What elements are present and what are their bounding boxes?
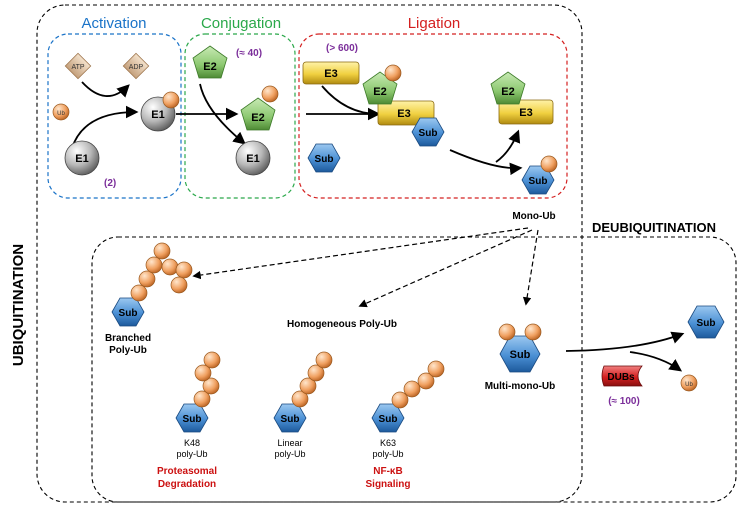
sub-free-hexagon: Sub bbox=[307, 143, 341, 173]
e2e3-released: E3 E2 bbox=[490, 71, 554, 125]
adp-label: ADP bbox=[129, 64, 144, 71]
e1-loading-arrow bbox=[71, 105, 139, 149]
proteasomal-label-2: Degradation bbox=[158, 479, 216, 490]
atp-label: ATP bbox=[71, 64, 84, 71]
branched-sub-label: Sub bbox=[119, 308, 138, 319]
activation-box bbox=[47, 33, 182, 199]
ligation-heading: Ligation bbox=[408, 15, 461, 32]
e2-ub-pentagon: E2 bbox=[240, 85, 279, 131]
e2-loading-arrow bbox=[199, 83, 246, 145]
mono-ub-label: Mono-Ub bbox=[512, 211, 555, 222]
sub-free-label: Sub bbox=[315, 154, 334, 165]
linear-poly-ub: Sub bbox=[273, 351, 333, 433]
e3-count: (> 600) bbox=[326, 43, 358, 54]
linear-sub-label: Sub bbox=[281, 414, 300, 425]
e3-free-block: E3 bbox=[302, 61, 360, 85]
proteasomal-label-1: Proteasomal bbox=[157, 466, 217, 477]
dubs-label: DUBs bbox=[607, 372, 635, 383]
to-multi-mono-arrow bbox=[522, 229, 539, 306]
dubs-shape: DUBs bbox=[601, 365, 643, 387]
e1-count: (2) bbox=[104, 178, 116, 189]
deubiquitination-heading: DEUBIQUITINATION bbox=[592, 220, 716, 235]
e2-released-label: E2 bbox=[501, 86, 514, 98]
e3-free-label: E3 bbox=[324, 68, 337, 80]
multi-mono-sub-label: Sub bbox=[510, 349, 531, 361]
to-branched-arrow bbox=[192, 227, 529, 280]
e2-count: (≈ 40) bbox=[236, 48, 262, 59]
e1-free-ball: E1 bbox=[64, 140, 100, 176]
k63-sub-label: Sub bbox=[379, 414, 398, 425]
e3-complex: E3 E2 Sub bbox=[362, 64, 445, 147]
ub-released-label: Ub bbox=[685, 382, 693, 388]
k48-label-2: poly-Ub bbox=[176, 449, 207, 459]
k63-label-1: K63 bbox=[380, 438, 396, 448]
ub-ball-activation: Ub bbox=[52, 103, 70, 121]
activation-heading: Activation bbox=[81, 15, 146, 32]
deubiquitination-frame bbox=[91, 236, 737, 503]
ligation-box bbox=[298, 33, 568, 199]
e1-released-ball: E1 bbox=[235, 140, 271, 176]
k63-poly-ub: Sub bbox=[371, 360, 445, 433]
dub-ub-arrow bbox=[629, 351, 683, 372]
dub-main-arrow bbox=[565, 331, 685, 352]
e3-released-label: E3 bbox=[519, 107, 532, 119]
multi-mono-ub: Sub bbox=[498, 323, 542, 373]
e1-ub-ball: E1 bbox=[140, 91, 180, 132]
sub-complex-label: Sub bbox=[419, 128, 438, 139]
mono-ub-substrate: Sub bbox=[521, 155, 558, 195]
sub-released-label: Sub bbox=[697, 318, 716, 329]
e2-free-label: E2 bbox=[203, 61, 216, 73]
nfkb-label-2: Signaling bbox=[366, 479, 411, 490]
e2e3-release-arrow bbox=[495, 129, 521, 163]
mono-ub-sub-label: Sub bbox=[529, 176, 548, 187]
to-homogeneous-arrow bbox=[358, 229, 533, 308]
branched-label-1: Branched bbox=[105, 333, 151, 344]
ub-released-ball: Ub bbox=[680, 374, 698, 392]
conjugation-box bbox=[184, 33, 296, 199]
dubs-count: (≈ 100) bbox=[608, 396, 640, 407]
e2-complex-label: E2 bbox=[373, 86, 386, 98]
k48-label-1: K48 bbox=[184, 438, 200, 448]
sub-released-hexagon: Sub bbox=[687, 305, 725, 339]
ligation-release-arrow bbox=[449, 149, 523, 176]
branched-poly-ub: Sub bbox=[111, 242, 193, 327]
multi-mono-label: Multi-mono-Ub bbox=[485, 381, 556, 392]
linear-label-1: Linear bbox=[277, 438, 302, 448]
k63-label-2: poly-Ub bbox=[372, 449, 403, 459]
conjugation-heading: Conjugation bbox=[201, 15, 281, 32]
atp-diamond: ATP bbox=[64, 52, 92, 80]
e1-free-label: E1 bbox=[75, 153, 88, 165]
atp-adp-arrow bbox=[81, 81, 130, 98]
k48-poly-ub: Sub bbox=[175, 351, 221, 433]
ubiquitination-heading: UBIQUITINATION bbox=[10, 244, 27, 366]
linear-label-2: poly-Ub bbox=[274, 449, 305, 459]
k48-sub-label: Sub bbox=[183, 414, 202, 425]
ub-label-activation: Ub bbox=[57, 111, 65, 117]
e1-ub-label: E1 bbox=[151, 109, 164, 121]
branched-label-2: Poly-Ub bbox=[109, 345, 147, 356]
adp-diamond: ADP bbox=[122, 52, 150, 80]
ubiquitination-frame bbox=[36, 4, 583, 503]
e3-complex-label: E3 bbox=[397, 108, 410, 120]
e2-ub-label: E2 bbox=[251, 112, 264, 124]
nfkb-label-1: NF-κB bbox=[373, 466, 402, 477]
e2-free-pentagon: E2 bbox=[192, 45, 228, 79]
homogeneous-label: Homogeneous Poly-Ub bbox=[287, 319, 397, 330]
e1-released-label: E1 bbox=[246, 153, 259, 165]
